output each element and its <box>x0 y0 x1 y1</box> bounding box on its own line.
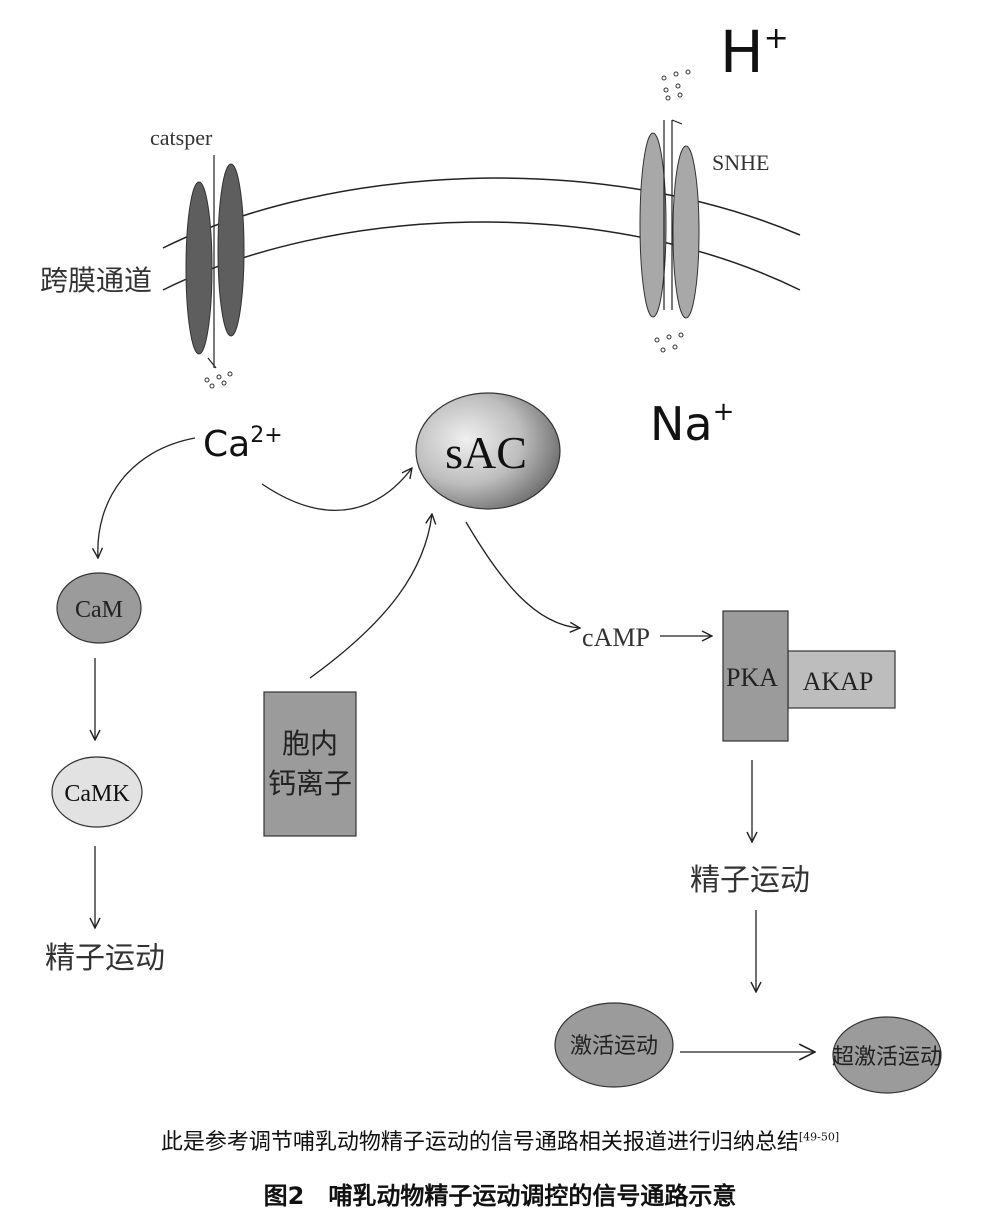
signaling-pathway-diagram: 跨膜通道 catsper SNHE H+ Na+ Ca2+ sAC CaM <box>40 18 942 1094</box>
activation-label: 激活运动 <box>570 1033 658 1058</box>
motility-right-label: 精子运动 <box>690 864 810 897</box>
membrane-label: 跨膜通道 <box>40 265 152 297</box>
ca-to-sac-arrow <box>261 468 412 511</box>
figure-note: 此是参考调节哺乳动物精子运动的信号通路相关报道进行归纳总结[49-50] <box>0 1124 1000 1156</box>
catsper-channel <box>185 155 245 369</box>
camp-label: cAMP <box>582 623 650 652</box>
catsper-label: catsper <box>150 125 213 150</box>
hyperactivation-label: 超激活运动 <box>832 1044 942 1069</box>
figure-note-reference: [49-50] <box>798 1130 840 1144</box>
h-ion-dots <box>661 69 691 101</box>
intracellular-label-line1: 胞内 <box>282 728 338 760</box>
pka-label: PKA <box>726 663 778 692</box>
na-ion-label: Na+ <box>650 397 734 451</box>
figure-title: 图2 哺乳动物精子运动调控的信号通路示意 <box>263 1182 737 1210</box>
camk-node <box>51 756 143 828</box>
cell-membrane <box>162 177 801 291</box>
pka-node <box>722 610 789 742</box>
activation-node <box>554 1002 674 1088</box>
na-ion-dots <box>654 332 684 353</box>
snhe-exchanger <box>639 119 700 319</box>
sac-to-camp-arrow <box>465 521 580 628</box>
ca-ion-label: Ca2+ <box>203 423 283 465</box>
ca-to-cam-arrow <box>98 437 196 558</box>
snhe-label: SNHE <box>712 150 769 175</box>
h-ion-label: H+ <box>720 18 789 86</box>
sac-node <box>415 392 561 510</box>
motility-left-label: 精子运动 <box>45 942 165 975</box>
calcium-to-sac-arrow <box>309 514 432 679</box>
ca-ion-dots <box>204 371 233 389</box>
intracellular-calcium-node <box>263 691 357 837</box>
sac-label: sAC <box>445 427 527 478</box>
cam-node <box>56 572 142 644</box>
cam-label: CaM <box>75 597 123 623</box>
figure-note-text: 此是参考调节哺乳动物精子运动的信号通路相关报道进行归纳总结 <box>160 1130 799 1155</box>
hyperactivation-node <box>832 1016 942 1094</box>
intracellular-label-line2: 钙离子 <box>268 768 352 800</box>
camk-label: CaMK <box>64 781 130 807</box>
akap-label: AKAP <box>803 667 874 696</box>
